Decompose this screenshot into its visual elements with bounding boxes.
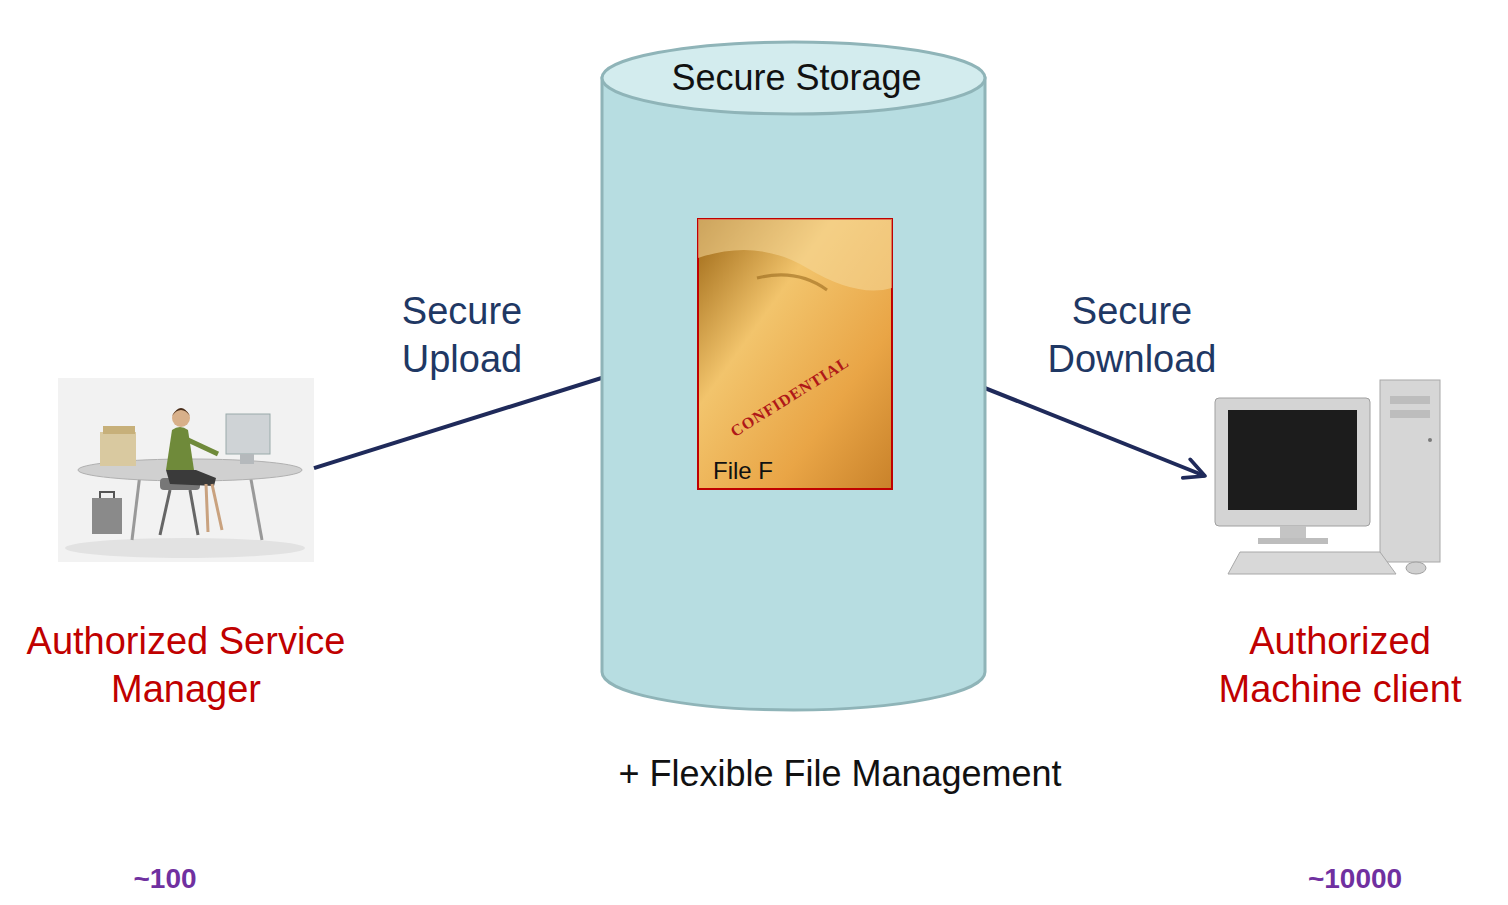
file-ground [698, 219, 892, 489]
folder-fold [698, 219, 892, 291]
folder-fold [757, 275, 827, 290]
woman-legs [206, 484, 222, 532]
file-name: File F [713, 457, 773, 486]
edge-label: Secure Download [1032, 288, 1232, 383]
monitor-base [1258, 538, 1328, 544]
footnote: + Flexible File Management [540, 752, 1140, 795]
count-label: ~100 [85, 862, 245, 896]
drive-bay [1390, 410, 1430, 418]
briefcase [92, 498, 122, 534]
keyboard [1228, 552, 1396, 574]
computer-illustration [1215, 380, 1440, 574]
woman-hair [172, 408, 190, 416]
actor-caption: Authorized Machine client [1180, 618, 1500, 713]
computer-tower [1380, 380, 1440, 562]
monitor-bezel [1215, 398, 1370, 526]
monitor-stand [1280, 526, 1306, 540]
monitor-stand [240, 454, 254, 464]
woman-arm [188, 440, 218, 454]
floor-shadow [65, 538, 305, 558]
file-box: File F [697, 218, 893, 490]
power-led [1428, 438, 1432, 442]
desk-leg [132, 474, 140, 540]
chair-legs [160, 490, 198, 535]
storage-title: Secure Storage [600, 56, 993, 99]
monitor [226, 414, 270, 454]
actor-node: Authorized Machine client [1205, 378, 1445, 578]
paper-stack [103, 426, 135, 434]
desk-leg [250, 474, 262, 540]
file-outline [697, 218, 893, 490]
paper-stack [100, 432, 136, 466]
mouse [1406, 562, 1426, 574]
edge-label: Secure Upload [362, 288, 562, 383]
briefcase-handle [100, 492, 114, 498]
drive-bay [1390, 396, 1430, 404]
actor-caption: Authorized Service Manager [26, 618, 346, 713]
monitor-screen [1228, 410, 1357, 510]
count-label: ~10000 [1275, 862, 1435, 896]
woman-skirt [166, 470, 216, 486]
actor-node: Authorized Service Manager [58, 378, 314, 562]
woman-torso [166, 427, 194, 470]
office-worker-illustration [58, 378, 314, 562]
photo-ground [58, 378, 314, 562]
woman-head [172, 409, 190, 427]
cylinder-body [602, 78, 985, 710]
storage-cylinder: Secure StorageFile F [600, 40, 993, 712]
